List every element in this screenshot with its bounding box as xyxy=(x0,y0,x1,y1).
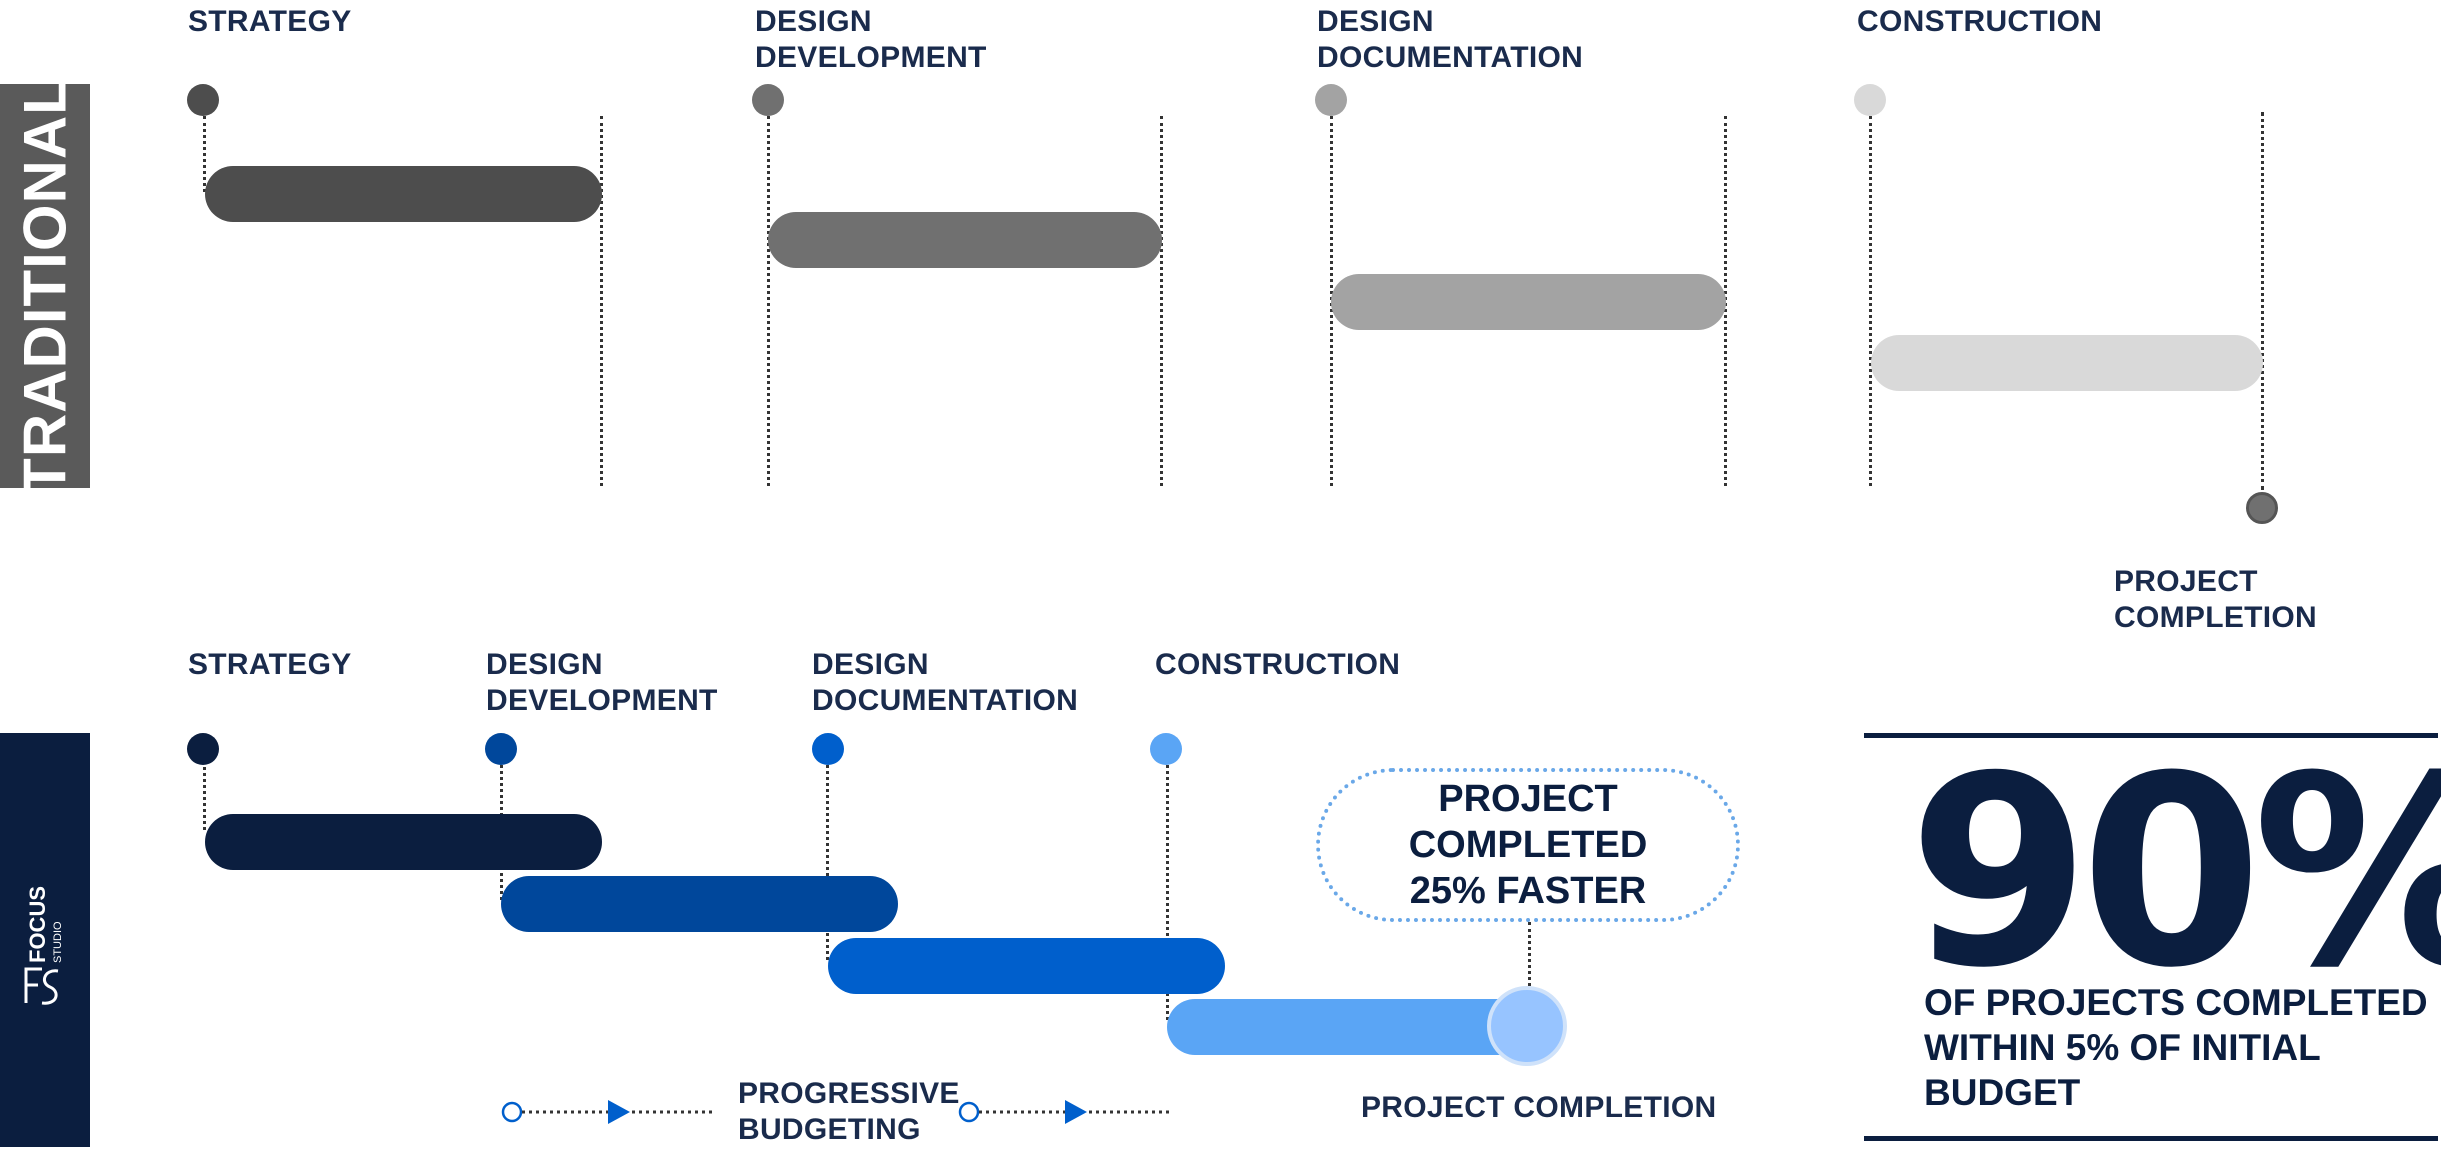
trad-connector-construction xyxy=(1869,116,1872,486)
trad-dot-strategy xyxy=(187,84,219,116)
focus-connector-ddoc xyxy=(826,760,829,960)
focus-label-dd-l2: DEVELOPMENT xyxy=(486,684,718,717)
callout-line1: PROJECT COMPLETED xyxy=(1408,778,1648,866)
stat-value: 90% xyxy=(1908,720,2441,1025)
budgeting-line2: BUDGETING xyxy=(738,1113,921,1146)
trad-label-dd-l1: DESIGN xyxy=(755,5,872,38)
trad-divider-4 xyxy=(2261,112,2264,490)
trad-label-dd-l2: DEVELOPMENT xyxy=(755,41,987,74)
focus-completion-label: PROJECT COMPLETION xyxy=(1361,1091,1717,1124)
trad-label-construction: CONSTRUCTION xyxy=(1857,4,2102,40)
trad-dot-construction xyxy=(1854,84,1886,116)
focus-connector-strategy xyxy=(203,760,206,830)
trad-label-strategy-l1: STRATEGY xyxy=(188,5,352,38)
callout-line2: 25% FASTER xyxy=(1409,870,1647,912)
faster-completion-callout: PROJECT COMPLETED 25% FASTER xyxy=(1316,768,1740,922)
focus-label-ddoc-l2: DOCUMENTATION xyxy=(812,684,1079,717)
trad-bar-dd xyxy=(768,212,1162,268)
focus-bar-dd xyxy=(501,876,898,932)
focus-connector-construction xyxy=(1166,760,1169,1020)
stat-top-rule xyxy=(1864,733,2438,738)
focus-dot-ddoc xyxy=(812,733,844,765)
trad-bar-strategy xyxy=(205,166,602,222)
trad-divider-2 xyxy=(1160,116,1163,486)
focus-bar-ddoc xyxy=(828,938,1225,994)
focus-label-construction: CONSTRUCTION xyxy=(1155,647,1400,683)
traditional-side-text: TRADITIONAL xyxy=(11,77,79,495)
trad-label-ddoc-l2: DOCUMENTATION xyxy=(1317,41,1584,74)
trad-divider-1 xyxy=(600,116,603,486)
focus-dot-dd xyxy=(485,733,517,765)
trad-dot-dd xyxy=(752,84,784,116)
focus-label-ddoc-l1: DESIGN xyxy=(812,648,929,681)
focus-studio-side-panel: FOCUS STUDIO xyxy=(0,733,90,1147)
focus-dot-construction xyxy=(1150,733,1182,765)
fs-monogram-icon xyxy=(24,967,59,1005)
focus-label-construction-l1: CONSTRUCTION xyxy=(1155,648,1401,681)
focus-bar-construction xyxy=(1167,999,1527,1055)
budgeting-arrow-right-icon xyxy=(958,1100,1169,1124)
stat-line2: WITHIN 5% OF INITIAL xyxy=(1924,1027,2321,1068)
focus-logo-text: FOCUS xyxy=(25,886,50,963)
trad-connector-dd xyxy=(767,116,770,486)
stat-line1: OF PROJECTS COMPLETED xyxy=(1924,982,2428,1023)
focus-label-strategy: STRATEGY xyxy=(188,647,352,683)
budgeting-line1: PROGRESSIVE xyxy=(738,1077,960,1110)
trad-completion-label: PROJECT COMPLETION xyxy=(2114,565,2317,634)
progressive-budgeting-label: PROGRESSIVE BUDGETING xyxy=(738,1076,960,1148)
trad-bar-construction xyxy=(1871,335,2263,391)
trad-completion-dot xyxy=(2246,492,2278,524)
trad-label-ddoc-l1: DESIGN xyxy=(1317,5,1434,38)
trad-label-design-documentation: DESIGN DOCUMENTATION xyxy=(1317,4,1583,76)
focus-label-design-documentation: DESIGN DOCUMENTATION xyxy=(812,647,1078,719)
focus-dot-strategy xyxy=(187,733,219,765)
trad-connector-strategy xyxy=(203,116,206,192)
trad-dot-ddoc xyxy=(1315,84,1347,116)
traditional-side-label: TRADITIONAL xyxy=(0,77,90,495)
trad-label-construction-l1: CONSTRUCTION xyxy=(1857,5,2103,38)
focus-label-dd-l1: DESIGN xyxy=(486,648,603,681)
focus-logo-subtext: STUDIO xyxy=(52,921,64,963)
focus-label-strategy-l1: STRATEGY xyxy=(188,648,352,681)
stat-description: OF PROJECTS COMPLETED WITHIN 5% OF INITI… xyxy=(1924,980,2428,1115)
focus-bar-strategy xyxy=(205,814,602,870)
stat-line3: BUDGET xyxy=(1924,1072,2081,1113)
focus-label-design-development: DESIGN DEVELOPMENT xyxy=(486,647,718,719)
focus-callout-connector xyxy=(1528,922,1531,986)
trad-label-strategy: STRATEGY xyxy=(188,4,352,40)
trad-bar-ddoc xyxy=(1331,274,1726,330)
focus-studio-logo: FOCUS STUDIO xyxy=(24,886,64,1005)
trad-label-design-development: DESIGN DEVELOPMENT xyxy=(755,4,987,76)
focus-completion-circle xyxy=(1487,986,1567,1066)
budgeting-arrow-left-icon xyxy=(501,1100,712,1124)
stat-bottom-rule xyxy=(1864,1136,2438,1141)
